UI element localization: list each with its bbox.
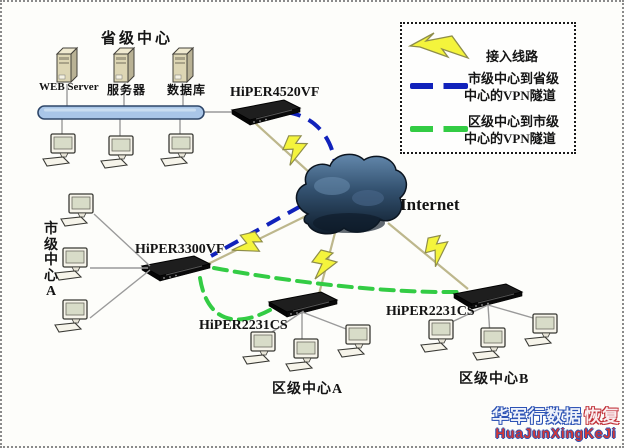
lan-links-city (89, 213, 151, 319)
pc-icon (42, 133, 76, 167)
pc-icon (160, 133, 194, 167)
pc-icon (100, 135, 134, 169)
lightning-bolt-icon (419, 230, 456, 269)
district-center-a-label: 区级中心A (272, 382, 344, 397)
lan-bus (37, 105, 205, 120)
pc-icon (524, 313, 558, 347)
router-label-hiper2231cs-b: HiPER2231CS (386, 304, 475, 319)
web-server-label: WEB Server (39, 81, 99, 93)
internet-cloud-icon (295, 153, 408, 235)
app-server-label: 服务器 (107, 83, 147, 97)
legend-box: 接入线路 市级中心到省级 中心的VPN隧道 区级中心到市级 中心的VPN隧道 (400, 22, 576, 154)
router-label-hiper2231cs-a: HiPER2231CS (199, 318, 288, 333)
vpn-tunnel-district-city (198, 266, 462, 322)
router-hiper2231cs-a (268, 291, 338, 318)
lightning-bolt-icon (228, 225, 268, 265)
legend-district-tunnel-label-1: 区级中心到市级 (468, 114, 560, 129)
app-server-icon (113, 47, 135, 83)
watermark-line1: 华军行数据恢复 (492, 408, 620, 427)
internet-label: Internet (400, 195, 460, 214)
legend-access-line-label: 接入线路 (486, 49, 539, 64)
legend-district-tunnel-label-2: 中心的VPN隧道 (464, 131, 556, 146)
pc-icon (420, 319, 454, 353)
database-label: 数据库 (167, 83, 207, 97)
watermark-suffix-cn: 恢复 (584, 407, 620, 427)
pc-icon (337, 324, 371, 358)
database-server-icon (172, 47, 194, 83)
router-label-hiper4520vf: HiPER4520VF (230, 85, 320, 100)
watermark-brand-cn: 华军行数据 (492, 407, 582, 427)
legend-green-dash-sample (410, 126, 468, 132)
lightning-icon (407, 32, 470, 60)
legend-city-tunnel-label-1: 市级中心到省级 (468, 71, 560, 86)
legend-blue-dash-sample (410, 83, 468, 89)
watermark-line2: HuaJunXingKeJi (495, 426, 617, 442)
pc-icon (60, 193, 94, 227)
pc-icon (472, 327, 506, 361)
pc-icon (285, 338, 319, 372)
provincial-center-title: 省级中心 (101, 31, 174, 47)
district-center-b-label: 区级中心B (459, 372, 530, 387)
legend-city-tunnel-label-2: 中心的VPN隧道 (464, 88, 556, 103)
router-label-hiper3300vf: HiPER3300VF (135, 242, 225, 257)
web-server-icon (56, 47, 78, 83)
lan-links-provincial (61, 84, 238, 138)
watermark: 华军行数据恢复 HuaJunXingKeJi (492, 408, 620, 442)
pc-icon (242, 331, 276, 365)
city-center-a-label: 市级中心A (44, 222, 58, 299)
pc-icon (54, 299, 88, 333)
router-hiper4520vf (231, 99, 301, 126)
